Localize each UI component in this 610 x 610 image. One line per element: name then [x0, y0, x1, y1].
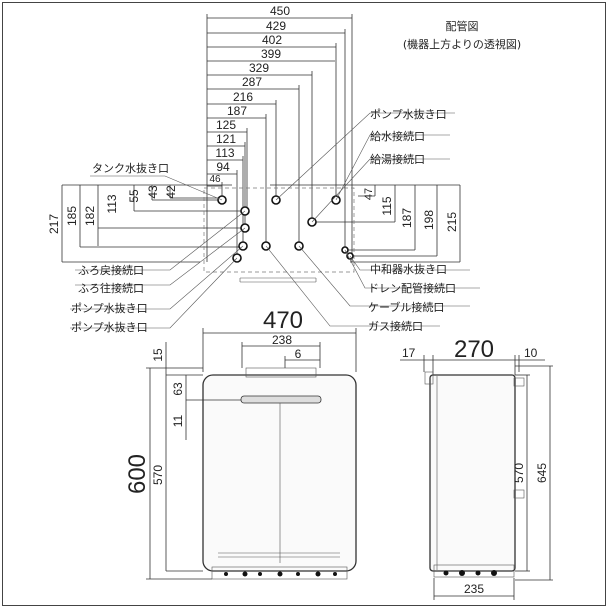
side-235: 235	[464, 582, 484, 596]
front-11: 11	[171, 414, 185, 427]
dim-94: 94	[216, 160, 230, 174]
top-horizontal-dims: 450 429 402 399 329 287 216 187 125 121 …	[206, 4, 353, 262]
dim-125: 125	[216, 118, 236, 132]
front-height: 600	[124, 454, 151, 494]
front-width: 470	[263, 307, 303, 334]
side-depth: 270	[454, 336, 494, 363]
side-view: 17 270 10 570 645 235	[400, 336, 553, 600]
dim-216: 216	[233, 90, 253, 104]
dim-113-v: 113	[105, 194, 119, 213]
dim-450: 450	[270, 4, 290, 18]
label-pump-drain-b: ポンプ水抜き口	[71, 320, 148, 334]
side-570: 570	[512, 463, 526, 483]
label-bath-return: ふろ戻接続口	[78, 263, 144, 277]
dim-402: 402	[262, 33, 282, 47]
leader-lines	[70, 112, 480, 329]
front-63: 63	[171, 382, 185, 396]
side-10: 10	[524, 346, 538, 360]
label-cable: ケーブル接続口	[368, 300, 444, 314]
label-pump-drain-top: ポンプ水抜き口	[370, 107, 447, 121]
dim-121: 121	[216, 132, 236, 146]
label-gas: ガス接続口	[368, 319, 423, 333]
dim-399: 399	[261, 47, 281, 61]
front-15: 15	[151, 348, 165, 362]
dim-187: 187	[227, 104, 247, 118]
front-view: 470 238 6 600 570 15	[124, 307, 357, 580]
side-645: 645	[535, 463, 549, 483]
label-tank-drain: タンク水抜き口	[92, 161, 169, 175]
labels-right-top: ポンプ水抜き口 給水接続口 給湯接続口	[370, 107, 447, 166]
dim-42: 42	[164, 185, 178, 199]
port-markers	[217, 195, 354, 263]
dim-115: 115	[380, 196, 394, 215]
front-570: 570	[151, 465, 165, 485]
side-17: 17	[402, 346, 416, 360]
diagram-title: 配管図	[446, 19, 479, 33]
top-view-unit	[203, 187, 355, 283]
dim-329: 329	[249, 61, 269, 75]
top-right-vertical-dims: 47 115 187 198 215	[270, 184, 461, 263]
dim-43: 43	[146, 185, 160, 199]
dim-198: 198	[422, 210, 436, 230]
label-pump-drain-a: ポンプ水抜き口	[71, 301, 148, 315]
dim-187-v: 187	[400, 208, 414, 228]
dim-55: 55	[127, 189, 141, 203]
dim-429: 429	[266, 19, 286, 33]
dim-46: 46	[209, 174, 221, 185]
label-neutralizer-drain: 中和器水抜き口	[370, 262, 447, 276]
dim-287: 287	[242, 75, 262, 89]
top-left-vertical-dims: 217 185 182 113 55 43 42	[47, 184, 247, 263]
label-hot-water: 給湯接続口	[370, 152, 425, 166]
dim-47: 47	[363, 188, 375, 200]
dim-215: 215	[445, 212, 459, 232]
label-cold-water: 給水接続口	[370, 129, 425, 143]
label-bath-supply: ふろ往接続口	[78, 281, 144, 295]
dim-182: 182	[83, 206, 97, 226]
label-drain-pipe: ドレン配管接続口	[368, 281, 456, 295]
dim-185: 185	[65, 206, 79, 226]
dim-113: 113	[215, 146, 234, 160]
dim-217: 217	[47, 214, 61, 234]
front-6: 6	[295, 347, 302, 361]
front-238: 238	[272, 333, 292, 347]
diagram-subtitle: (機器上方よりの透視図)	[403, 37, 521, 51]
labels-left: タンク水抜き口 ふろ戻接続口 ふろ往接続口 ポンプ水抜き口 ポンプ水抜き口	[71, 161, 169, 334]
labels-right-bottom: 中和器水抜き口 ドレン配管接続口 ケーブル接続口 ガス接続口	[368, 262, 456, 333]
